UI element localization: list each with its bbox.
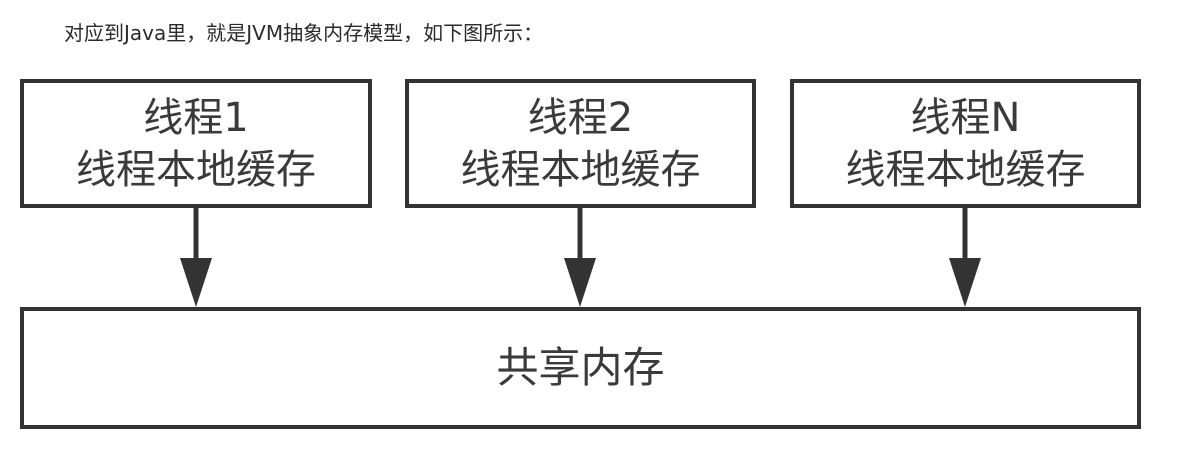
thread-cache-1: 线程本地缓存 <box>76 146 316 193</box>
thread-name-2: 线程2 <box>527 94 634 141</box>
thread-cache-n: 线程本地缓存 <box>845 146 1086 193</box>
thread-name-n: 线程N <box>910 94 1021 141</box>
shared-memory-label: 共享内存 <box>496 343 665 392</box>
thread-cache-2: 线程本地缓存 <box>460 146 701 193</box>
arrow-thread-n-to-shared <box>949 208 981 307</box>
thread-box-2: 线程2 线程本地缓存 <box>405 79 756 208</box>
thread-box-1: 线程1 线程本地缓存 <box>20 79 372 208</box>
thread-name-1: 线程1 <box>143 94 249 141</box>
arrow-thread-1-to-shared <box>180 208 212 307</box>
shared-memory-box: 共享内存 <box>20 307 1141 429</box>
thread-box-n: 线程N 线程本地缓存 <box>790 79 1141 208</box>
arrow-thread-2-to-shared <box>564 208 596 307</box>
intro-text: 对应到Java里，就是JVM抽象内存模型，如下图所示： <box>64 21 544 45</box>
